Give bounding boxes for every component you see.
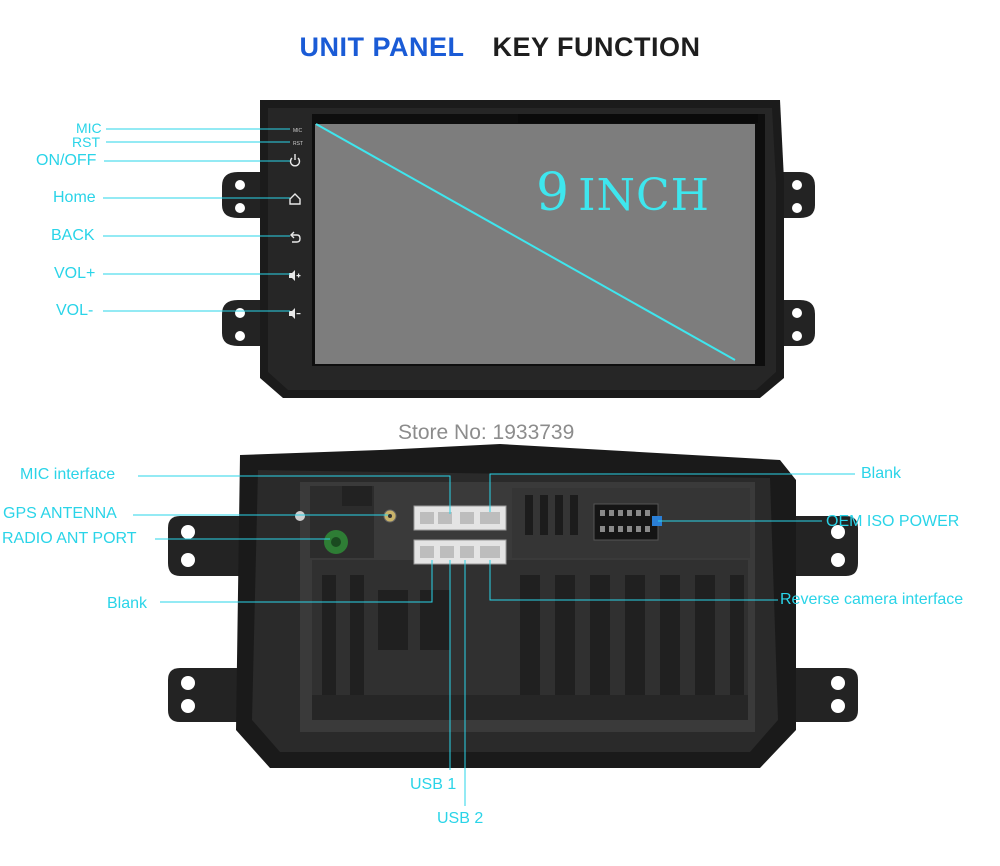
label-on-off: ON/OFF bbox=[36, 152, 97, 169]
rear-leader-lines bbox=[133, 473, 855, 806]
label-mic-interface: MIC interface bbox=[20, 466, 116, 483]
label-vol-down: VOL- bbox=[56, 302, 94, 319]
bezel-rst-mark: RST bbox=[293, 141, 303, 147]
label-vol-up: VOL+ bbox=[54, 265, 96, 282]
volume-down-icon[interactable] bbox=[289, 308, 301, 319]
volume-up-icon[interactable] bbox=[289, 270, 301, 281]
page-title: UNIT PANEL KEY FUNCTION bbox=[0, 32, 1000, 63]
label-rst: RST bbox=[72, 134, 100, 150]
screen-size-number: 9 bbox=[536, 163, 571, 223]
back-arrow-icon[interactable] bbox=[290, 231, 301, 243]
rear-unit bbox=[133, 444, 858, 806]
label-back: BACK bbox=[51, 227, 95, 244]
label-home: Home bbox=[53, 189, 96, 206]
bezel-mic-mark: MIC bbox=[293, 128, 303, 134]
label-blank-right: Blank bbox=[861, 465, 902, 482]
front-leader-lines bbox=[103, 128, 290, 312]
store-number: Store No: 1933739 bbox=[398, 421, 575, 444]
label-usb1: USB 1 bbox=[410, 776, 457, 793]
label-blank-left: Blank bbox=[107, 595, 148, 612]
label-radio-ant-port: RADIO ANT PORT bbox=[2, 530, 137, 547]
label-gps-antenna: GPS ANTENNA bbox=[3, 505, 117, 522]
label-usb2: USB 2 bbox=[437, 810, 484, 827]
front-unit: MIC RST bbox=[103, 100, 815, 398]
power-icon[interactable] bbox=[289, 154, 301, 167]
title-key-function: KEY FUNCTION bbox=[492, 32, 701, 62]
home-icon[interactable] bbox=[289, 193, 301, 205]
label-mic: MIC bbox=[76, 120, 102, 136]
label-reverse-camera: Reverse camera interface bbox=[780, 591, 964, 608]
screen-diagonal bbox=[315, 123, 736, 361]
title-unit-panel: UNIT PANEL bbox=[299, 32, 465, 62]
screen-size-unit: INCH bbox=[578, 170, 711, 221]
label-oem-iso-power: OEM ISO POWER bbox=[826, 513, 960, 530]
